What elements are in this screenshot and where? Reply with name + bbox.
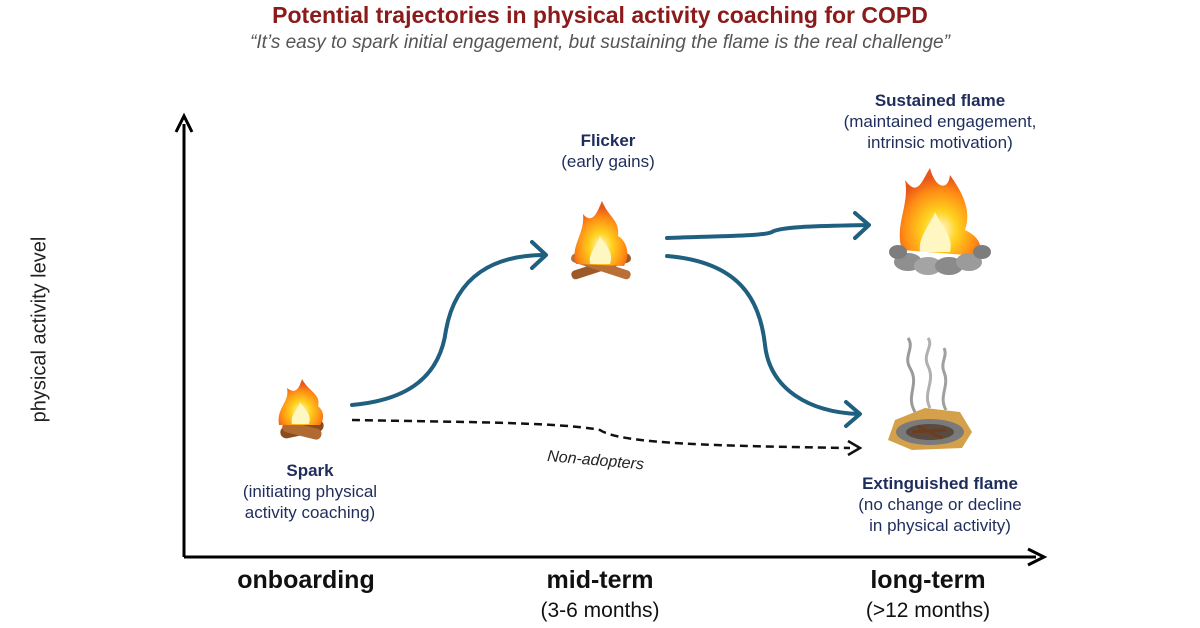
spark-desc-line1: (initiating physical xyxy=(242,482,378,501)
sustain-arrowhead xyxy=(853,211,871,240)
diagram-subtitle: “It’s easy to spark initial engagement, … xyxy=(250,32,950,53)
flicker-fire-icon xyxy=(571,201,631,280)
phase-long-term-detail: (>12 months) xyxy=(865,599,991,622)
flicker-desc-line1: (early gains) xyxy=(561,152,655,171)
diagram-title: Potential trajectories in physical activ… xyxy=(272,2,928,28)
decline-arrowhead xyxy=(844,400,862,428)
phase-onboarding-name: onboarding xyxy=(237,566,375,594)
spark-label: Spark (initiating physical activity coac… xyxy=(210,460,410,523)
rise-arrowhead xyxy=(530,240,548,270)
spark-fire-icon xyxy=(278,379,324,440)
extinguished-fire-icon xyxy=(888,337,972,450)
sustained-fire-icon xyxy=(889,168,991,275)
sustained-heading: Sustained flame xyxy=(874,91,1006,110)
extinguished-desc-line2: in physical activity) xyxy=(869,516,1011,535)
sustained-label: Sustained flame (maintained engagement, … xyxy=(810,90,1070,153)
sustained-desc-line1: (maintained engagement, xyxy=(843,112,1037,131)
phase-mid-term-name: mid-term xyxy=(546,566,654,594)
rise-arrow xyxy=(350,253,547,407)
extinguished-desc-line1: (no change or decline xyxy=(858,495,1022,514)
y-axis xyxy=(174,112,194,557)
flicker-heading: Flicker xyxy=(580,131,636,150)
spark-heading: Spark xyxy=(286,461,334,480)
x-axis xyxy=(184,547,1048,567)
flicker-label: Flicker (early gains) xyxy=(508,130,708,172)
phase-long-term-name: long-term xyxy=(870,566,986,594)
phase-onboarding: onboarding xyxy=(186,566,426,595)
extinguished-label: Extinguished flame (no change or decline… xyxy=(800,473,1080,536)
decline-arrow xyxy=(665,254,860,416)
phase-mid-term-detail: (3-6 months) xyxy=(540,599,660,622)
extinguished-heading: Extinguished flame xyxy=(862,474,1018,493)
non-adopters-arrow xyxy=(351,418,863,457)
sustained-desc-line2: intrinsic motivation) xyxy=(867,133,1013,152)
sustain-arrow xyxy=(665,223,870,240)
spark-desc-line2: activity coaching) xyxy=(244,503,376,522)
phase-long-term: long-term (>12 months) xyxy=(808,566,1048,623)
y-axis-label: physical activity level xyxy=(28,236,51,423)
phase-mid-term: mid-term (3-6 months) xyxy=(480,566,720,623)
